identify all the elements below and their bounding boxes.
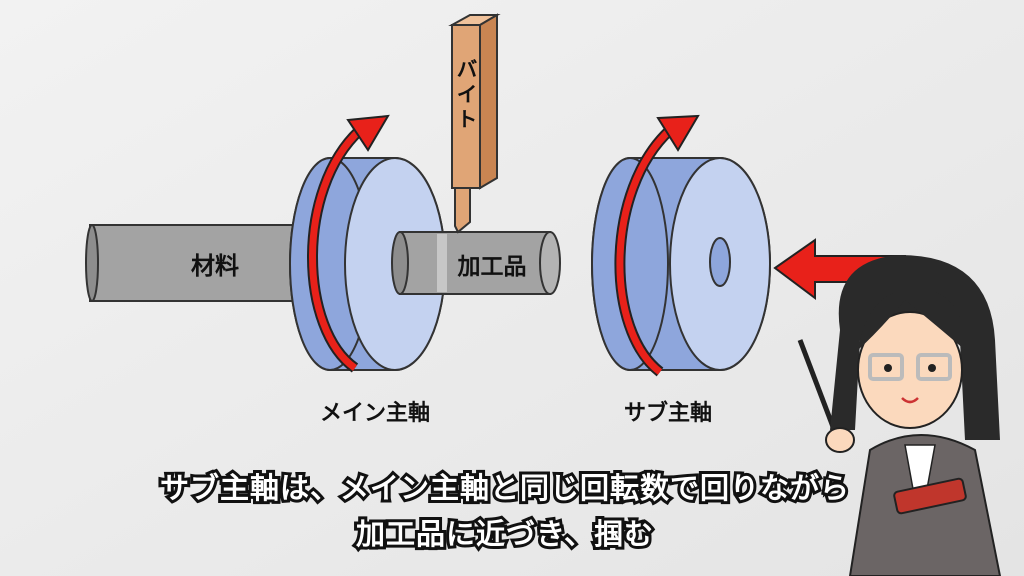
cutting-tool xyxy=(448,13,501,234)
sub-spindle-label: サブ主軸 xyxy=(624,400,712,426)
workpiece: 加工品 xyxy=(391,231,561,295)
subtitle-line-2: 加工品に近づき、掴む xyxy=(0,511,1010,554)
teacher-illustration xyxy=(797,255,1002,576)
sub-rotation-arrow-icon xyxy=(614,114,700,377)
sub-spindle xyxy=(591,157,771,371)
tool-label: バイト xyxy=(454,58,478,133)
main-spindle-label: メイン主軸 xyxy=(320,400,430,426)
main-rotation-arrow-icon xyxy=(307,114,390,373)
main-spindle xyxy=(289,157,446,371)
subtitle-text-1: サブ主軸は、メイン主軸と同じ回転数で回りながら xyxy=(157,468,852,508)
material-label: 材料 xyxy=(191,252,239,280)
chuck-hole xyxy=(709,237,731,287)
material-bar: 材料 xyxy=(85,224,321,302)
subtitle-text-2: 加工品に近づき、掴む xyxy=(353,514,656,554)
workpiece-label: 加工品 xyxy=(457,254,527,280)
subtitle-line-1: サブ主軸は、メイン主軸と同じ回転数で回りながら xyxy=(0,465,1010,508)
